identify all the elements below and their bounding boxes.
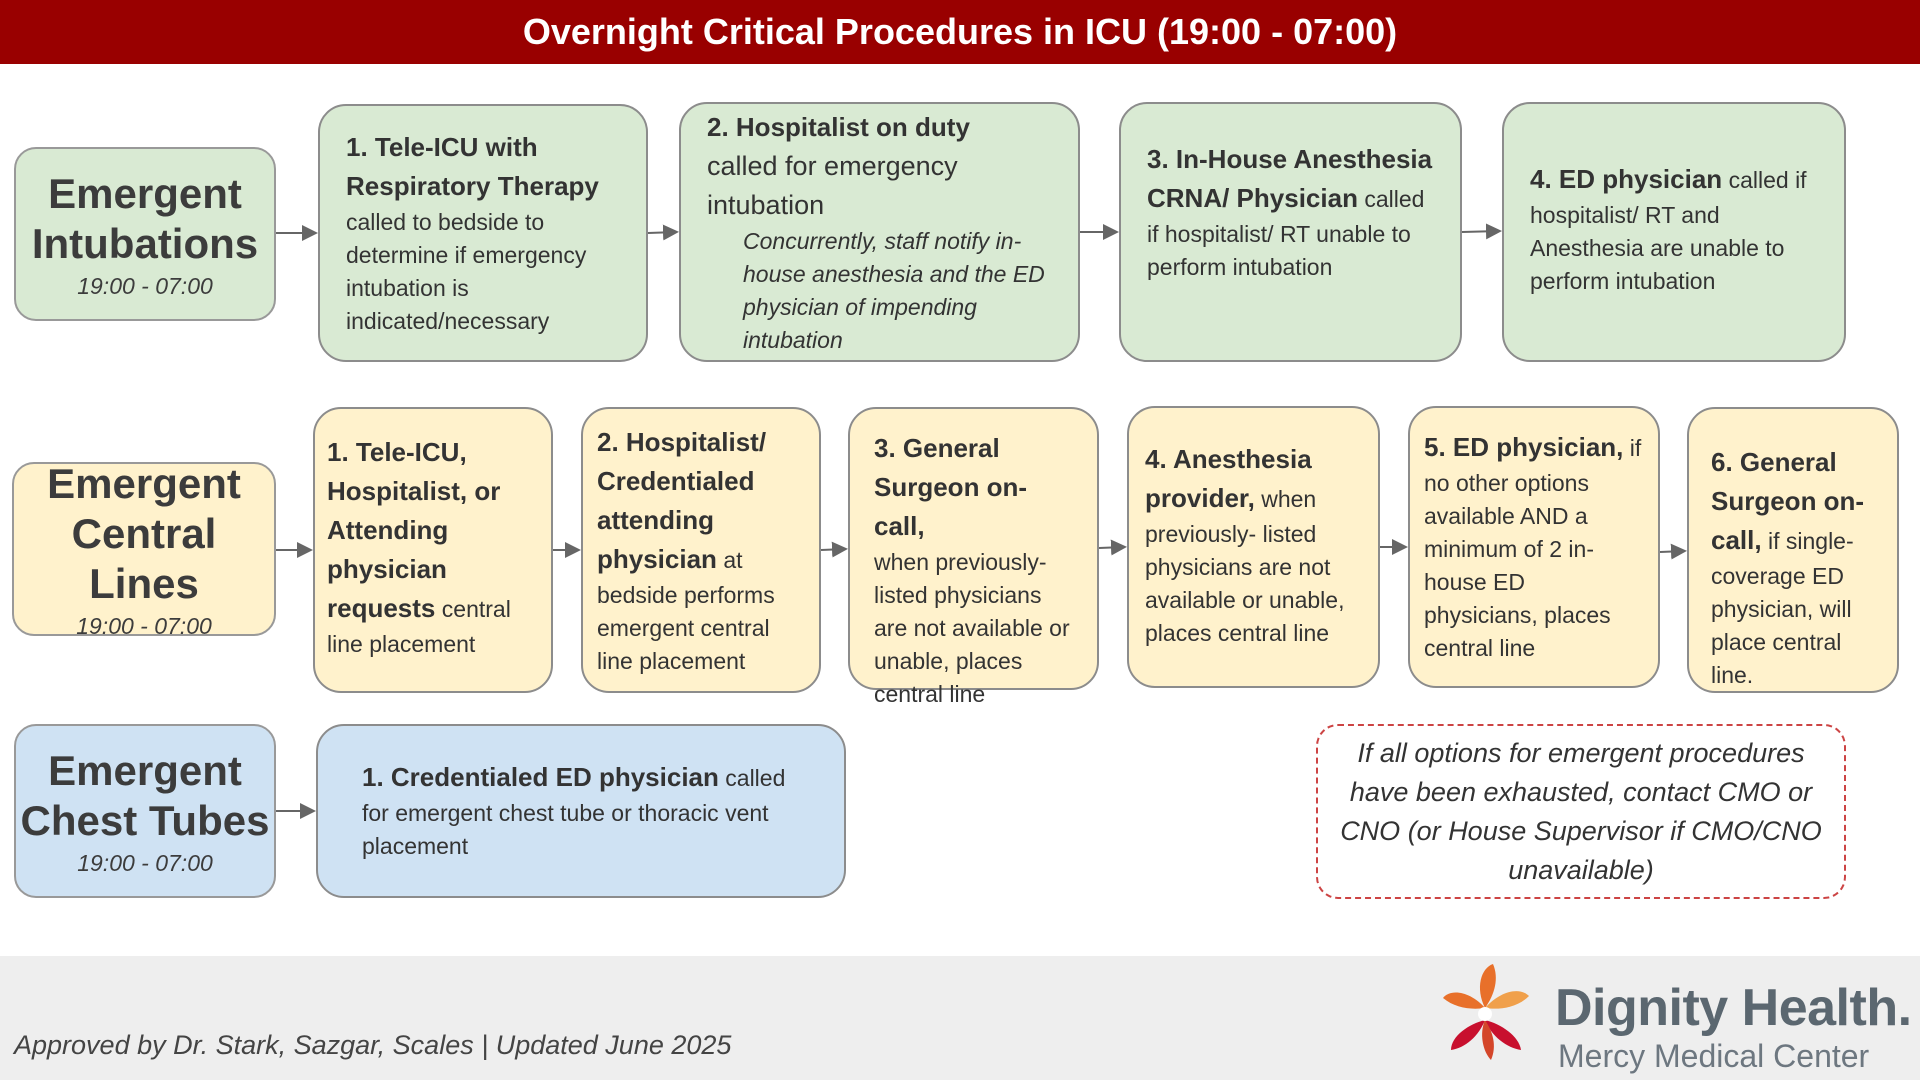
step-heading: 2. Hospitalist on duty bbox=[707, 112, 970, 142]
central-line-step-6: 6. General Surgeon on-call, if single-co… bbox=[1687, 407, 1899, 693]
row-label-chest-tubes: Emergent Chest Tubes 19:00 - 07:00 bbox=[14, 724, 276, 898]
step-heading: 1. Tele-ICU with Respiratory Therapy bbox=[346, 132, 599, 201]
step-text: central line placement bbox=[327, 596, 511, 657]
arrow-int-3 bbox=[1461, 223, 1502, 240]
step-text: called to bedside to determine if emerge… bbox=[346, 209, 587, 334]
intubation-step-3: 3. In-House Anesthesia CRNA/ Physician c… bbox=[1119, 102, 1462, 362]
intubation-step-2: 2. Hospitalist on duty called for emerge… bbox=[679, 102, 1080, 362]
step-text: at bedside performs emergent central lin… bbox=[597, 547, 775, 674]
row-label-central-lines: Emergent Central Lines 19:00 - 07:00 bbox=[12, 459, 276, 639]
step-heading: 4. Anesthesia provider, bbox=[1145, 444, 1312, 513]
central-line-step-4: 4. Anesthesia provider, when previously-… bbox=[1127, 406, 1380, 688]
dignity-health-logo-icon bbox=[1443, 964, 1529, 1060]
arrow-cl-3 bbox=[1098, 539, 1127, 556]
row-label-line2: Intubations bbox=[31, 219, 259, 267]
arrow-int-1 bbox=[647, 224, 679, 241]
step-heading: 1. Tele-ICU, Hospitalist, or Attending p… bbox=[327, 437, 501, 623]
footer-bar bbox=[0, 956, 1920, 1080]
row-label-time: 19:00 - 07:00 bbox=[77, 849, 213, 876]
page-title: Overnight Critical Procedures in ICU (19… bbox=[0, 0, 1920, 64]
escalation-note: If all options for emergent procedures h… bbox=[1316, 724, 1846, 899]
central-line-step-2: 2. Hospitalist/ Credentialed attending p… bbox=[581, 407, 821, 693]
row-label-line1: Emergent bbox=[47, 459, 241, 507]
step-text: called for emergent chest tube or thorac… bbox=[362, 765, 786, 859]
arrow-cl-2 bbox=[820, 541, 848, 558]
step-text: when previously-listed physicians are no… bbox=[874, 549, 1070, 707]
intubation-step-1: 1. Tele-ICU with Respiratory Therapy cal… bbox=[318, 104, 648, 362]
step-heading: 6. General Surgeon on-call, bbox=[1711, 447, 1865, 555]
step-heading: 3. In-House Anesthesia CRNA/ Physician bbox=[1147, 144, 1433, 213]
step-heading: 4. ED physician bbox=[1530, 164, 1723, 194]
row-label-time: 19:00 - 07:00 bbox=[77, 272, 213, 299]
step-text: when previously- listed physicians are n… bbox=[1145, 486, 1345, 646]
row-label-line2: Central Lines bbox=[71, 509, 217, 607]
logo-subtitle: Mercy Medical Center bbox=[1558, 1038, 1870, 1074]
arrow-cl-5 bbox=[1659, 543, 1687, 560]
approval-text: Approved by Dr. Stark, Sazgar, Scales | … bbox=[14, 1030, 732, 1060]
step-text: called if hospitalist/ RT and Anesthesia… bbox=[1530, 167, 1807, 294]
step-text: called for emergency intubation bbox=[707, 151, 958, 220]
central-line-step-1: 1. Tele-ICU, Hospitalist, or Attending p… bbox=[313, 407, 553, 693]
row-label-time: 19:00 - 07:00 bbox=[76, 612, 212, 639]
central-line-step-5: 5. ED physician, if no other options ava… bbox=[1408, 406, 1660, 688]
row-label-line2: Chest Tubes bbox=[20, 796, 270, 844]
logo-name: Dignity Health. bbox=[1555, 979, 1912, 1037]
row-label-line1: Emergent bbox=[48, 746, 242, 794]
step-text: if no other options available AND a mini… bbox=[1424, 435, 1642, 661]
step-heading: 1. Credentialed ED physician bbox=[362, 762, 719, 792]
step-text: if single-coverage ED physician, will pl… bbox=[1711, 528, 1854, 688]
central-line-step-3: 3. General Surgeon on-call, when previou… bbox=[848, 407, 1099, 707]
step-heading: 5. ED physician, bbox=[1424, 432, 1624, 462]
step-text: called if hospitalist/ RT unable to perf… bbox=[1147, 186, 1425, 280]
intubation-step-4: 4. ED physician called if hospitalist/ R… bbox=[1502, 102, 1846, 362]
chest-tube-step-1: 1. Credentialed ED physician called for … bbox=[316, 724, 846, 898]
row-label-line1: Emergent bbox=[48, 169, 242, 217]
step-heading: 3. General Surgeon on-call, bbox=[874, 433, 1028, 541]
step-italic-note: Concurrently, staff notify in-house anes… bbox=[743, 228, 1045, 353]
row-label-intubations: Emergent Intubations 19:00 - 07:00 bbox=[14, 147, 276, 321]
step-heading: 2. Hospitalist/ Credentialed attending p… bbox=[597, 427, 767, 574]
